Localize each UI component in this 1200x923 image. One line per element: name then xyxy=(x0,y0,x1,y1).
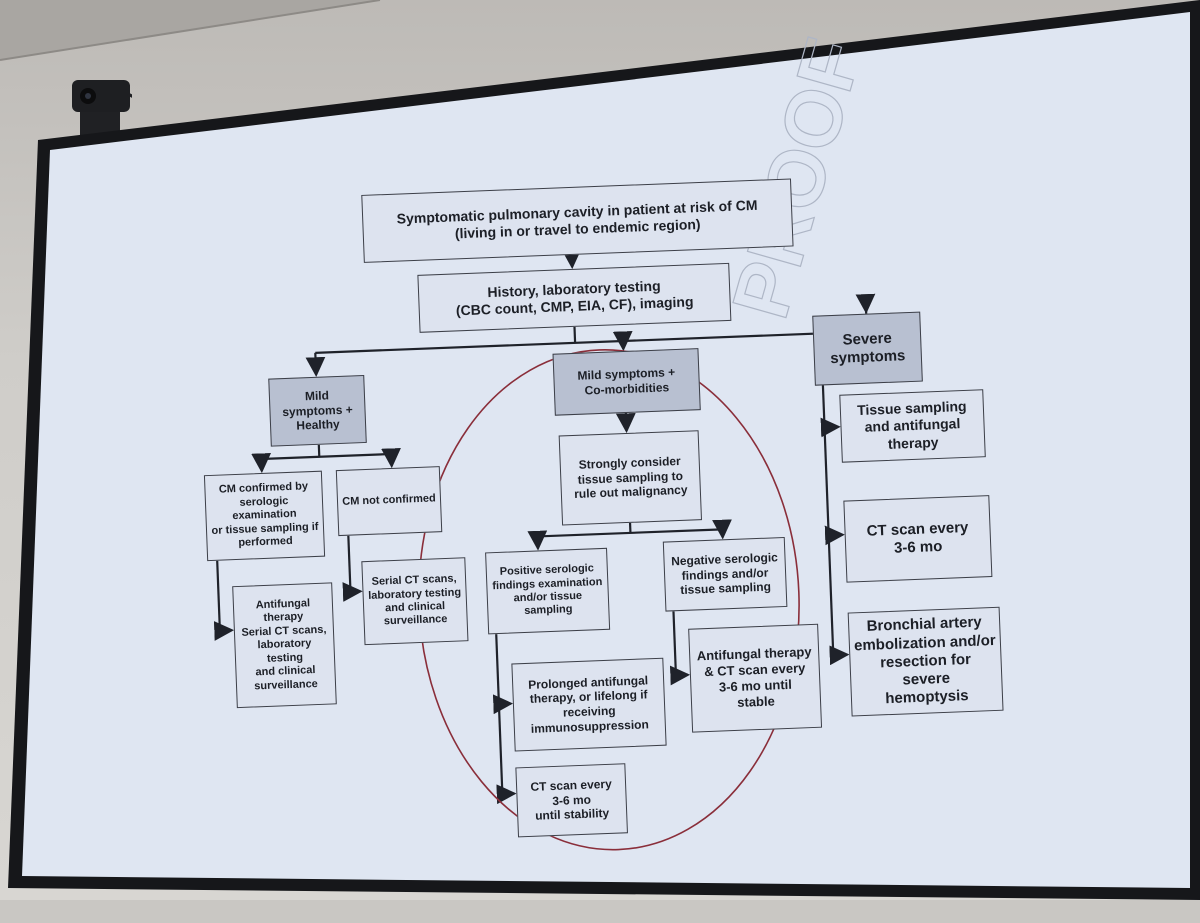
watermark-text: PROOF xyxy=(715,29,878,327)
node-history: History, laboratory testing(CBC count, C… xyxy=(417,263,731,333)
node-mild-comorbidities: Mild symptoms +Co-morbidities xyxy=(553,348,701,416)
node-mild-healthy: Mild symptoms +Healthy xyxy=(268,375,367,447)
node-cm-not-confirmed: CM not confirmed xyxy=(336,466,442,536)
